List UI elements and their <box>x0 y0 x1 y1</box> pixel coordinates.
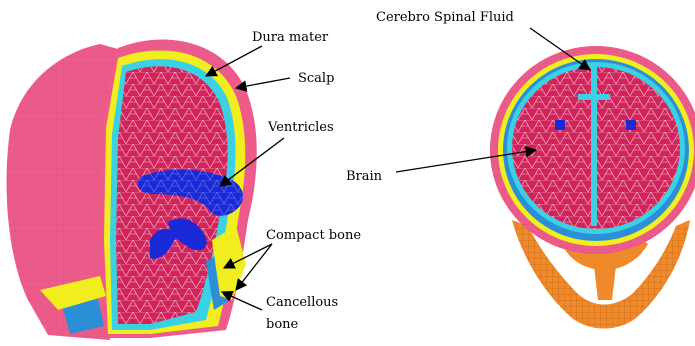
left-head-model <box>7 40 257 340</box>
right-ventricle-left <box>555 120 565 130</box>
right-head-model <box>490 46 695 329</box>
arrow-scalp <box>236 78 290 88</box>
label-cancellous-line2: bone <box>266 317 299 332</box>
right-csf-midline <box>591 66 597 226</box>
label-dura-mater: Dura mater <box>252 30 329 45</box>
label-scalp: Scalp <box>298 71 334 86</box>
right-csf-bar <box>578 94 610 100</box>
label-compact-bone: Compact bone <box>266 228 361 243</box>
label-brain: Brain <box>346 169 383 184</box>
label-cancellous-line1: Cancellous <box>266 295 338 310</box>
right-ventricle-right <box>626 120 636 130</box>
label-ventricles: Ventricles <box>267 120 334 135</box>
label-csf: Cerebro Spinal Fluid <box>376 10 514 25</box>
right-nasal-bone <box>594 266 616 300</box>
